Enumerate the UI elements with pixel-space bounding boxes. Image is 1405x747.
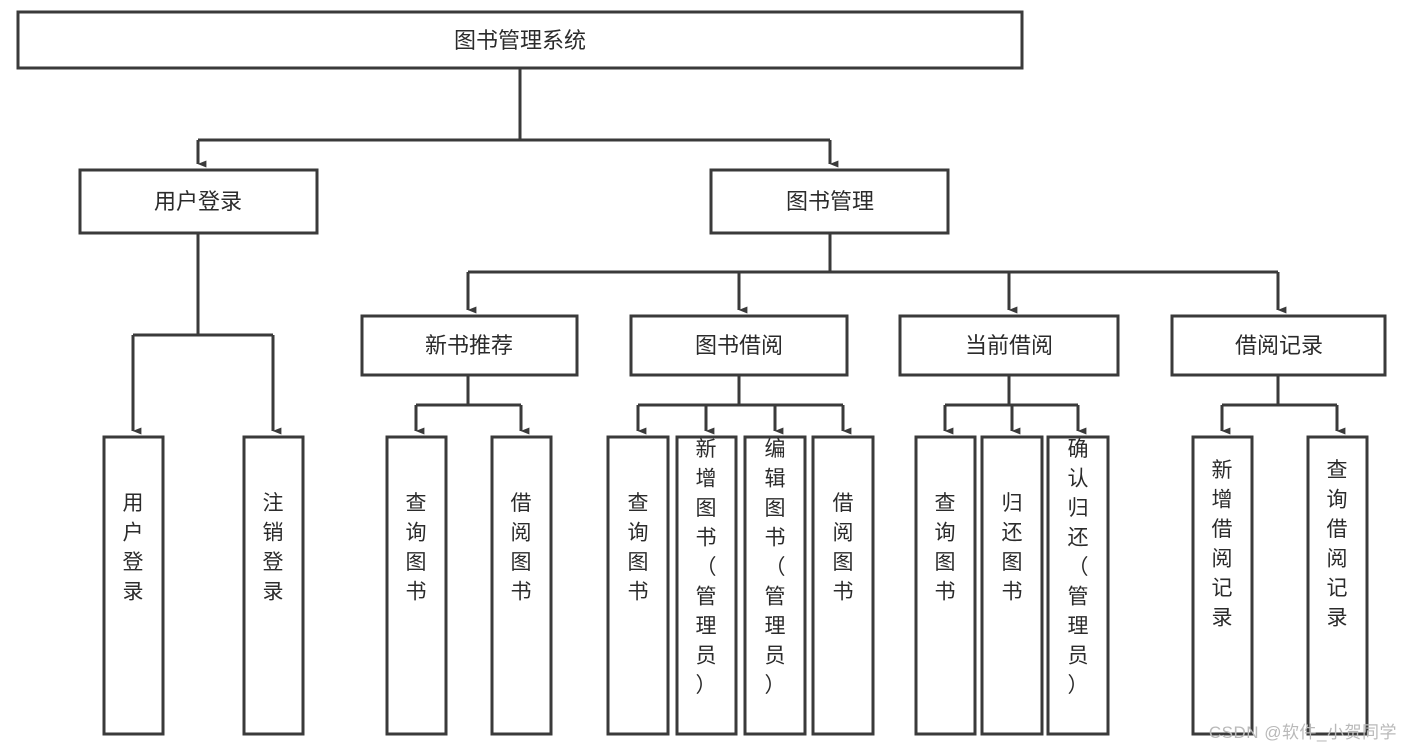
leaf-recommend-query-book-label: 查询图书 bbox=[406, 492, 427, 604]
leaf-borrow-query-book-box bbox=[606, 435, 670, 736]
node-new-book-recommend-box bbox=[360, 314, 579, 377]
leaf-node[interactable]: 查询图书 bbox=[385, 435, 448, 736]
leaf-node[interactable]: 新增图书（管理员） bbox=[675, 435, 738, 736]
node-current-borrow-label: 当前借阅 bbox=[965, 333, 1053, 358]
node-borrow-record[interactable]: 借阅记录 bbox=[1170, 314, 1387, 377]
leaf-add-borrow-record-label: 新增借阅记录 bbox=[1212, 459, 1233, 630]
leaf-recommend-query-book-box bbox=[385, 435, 448, 736]
leaf-node[interactable]: 新增借阅记录 bbox=[1191, 435, 1254, 736]
node-book-manage[interactable]: 图书管理 bbox=[709, 168, 950, 235]
leaf-edit-book-admin-box bbox=[743, 435, 807, 736]
leaf-confirm-return-admin-box bbox=[1046, 435, 1110, 736]
leaf-add-book-admin-box bbox=[675, 435, 738, 736]
leaf-return-book-box bbox=[980, 435, 1044, 736]
node-borrow-record-box bbox=[1170, 314, 1387, 377]
node-book-borrow[interactable]: 图书借阅 bbox=[629, 314, 849, 377]
leaf-node[interactable]: 注销登录 bbox=[242, 435, 305, 736]
leaf-node[interactable]: 归还图书 bbox=[980, 435, 1044, 736]
leaf-return-book-label: 归还图书 bbox=[1002, 492, 1023, 604]
node-new-book-recommend[interactable]: 新书推荐 bbox=[360, 314, 579, 377]
leaf-logout-label: 注销登录 bbox=[263, 492, 284, 604]
leaf-user-login-box bbox=[102, 435, 165, 736]
connector-group-book-manage bbox=[466, 233, 1287, 314]
leaf-user-login-label: 用户登录 bbox=[123, 492, 144, 604]
connector-group-root bbox=[196, 68, 839, 168]
leaf-node[interactable]: 确认归还（管理员） bbox=[1046, 435, 1110, 736]
leaf-borrow-query-book-label: 查询图书 bbox=[628, 492, 649, 604]
node-book-manage-box bbox=[709, 168, 950, 235]
leaf-add-book-admin-label: 新增图书（管理员） bbox=[696, 438, 717, 697]
node-book-borrow-box bbox=[629, 314, 849, 377]
leaf-node[interactable]: 编辑图书（管理员） bbox=[743, 435, 807, 736]
leaf-recommend-borrow-book-label: 借阅图书 bbox=[511, 492, 532, 604]
leaf-query-borrow-record-box bbox=[1306, 435, 1369, 736]
node-book-manage-label: 图书管理 bbox=[786, 189, 874, 214]
node-root-system-label: 图书管理系统 bbox=[454, 28, 586, 53]
node-borrow-record-label: 借阅记录 bbox=[1235, 333, 1323, 358]
node-user-login[interactable]: 用户登录 bbox=[78, 168, 319, 235]
node-user-login-box bbox=[78, 168, 319, 235]
connector-group-current-borrow bbox=[943, 375, 1087, 435]
leaf-logout-box bbox=[242, 435, 305, 736]
leaf-add-borrow-record-box bbox=[1191, 435, 1254, 736]
node-current-borrow-box bbox=[898, 314, 1120, 377]
node-root-system-box bbox=[16, 10, 1024, 70]
leaf-edit-book-admin-label: 编辑图书（管理员） bbox=[765, 438, 786, 697]
leaf-query-borrow-record-label: 查询借阅记录 bbox=[1327, 459, 1348, 630]
node-new-book-recommend-label: 新书推荐 bbox=[425, 333, 513, 358]
leaf-recommend-borrow-book-box bbox=[490, 435, 553, 736]
connector-group-new-book bbox=[414, 375, 530, 435]
connector-group-book-borrow bbox=[636, 375, 852, 435]
leaf-current-query-book-box bbox=[914, 435, 977, 736]
leaf-borrow-borrow-book-label: 借阅图书 bbox=[833, 492, 854, 604]
leaf-node[interactable]: 借阅图书 bbox=[490, 435, 553, 736]
leaf-node[interactable]: 用户登录 bbox=[102, 435, 165, 736]
connector-group-borrow-record bbox=[1220, 375, 1346, 435]
leaf-borrow-borrow-book-box bbox=[811, 435, 875, 736]
leaf-node[interactable]: 查询图书 bbox=[914, 435, 977, 736]
leaf-node[interactable]: 查询借阅记录 bbox=[1306, 435, 1369, 736]
leaf-current-query-book-label: 查询图书 bbox=[935, 492, 956, 604]
node-user-login-label: 用户登录 bbox=[154, 189, 242, 214]
leaf-confirm-return-admin-label: 确认归还（管理员） bbox=[1068, 438, 1089, 697]
node-root-system[interactable]: 图书管理系统 bbox=[16, 10, 1024, 70]
node-current-borrow[interactable]: 当前借阅 bbox=[898, 314, 1120, 377]
leaf-node[interactable]: 借阅图书 bbox=[811, 435, 875, 736]
leaf-node[interactable]: 查询图书 bbox=[606, 435, 670, 736]
node-book-borrow-label: 图书借阅 bbox=[695, 333, 783, 358]
connector-group-user-login bbox=[131, 233, 282, 435]
